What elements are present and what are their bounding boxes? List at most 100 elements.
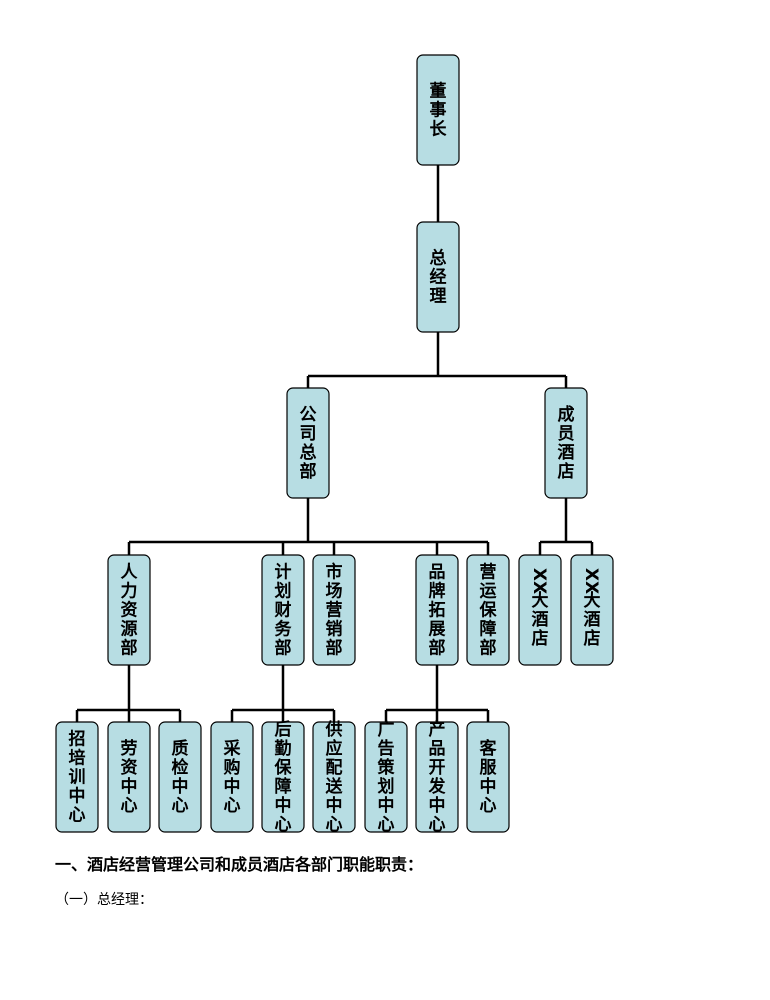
org-node-box xyxy=(364,721,408,833)
org-node-label-char: 保 xyxy=(274,757,293,778)
org-node-label-char: 市 xyxy=(326,562,343,583)
org-node-label-char: 部 xyxy=(326,638,343,659)
org-node-hq: 公司总部公司总部 xyxy=(286,387,330,499)
org-node-label-char: 经 xyxy=(430,267,447,288)
org-node-label-char: 劳 xyxy=(121,738,138,759)
org-node-label-char: 财 xyxy=(274,600,292,621)
section-subheading: （一）总经理： xyxy=(55,892,153,908)
org-node-label-char: 障 xyxy=(275,776,292,797)
org-node-label-char: 部 xyxy=(121,638,138,659)
org-node-finance: 计划财务部计划财务部 xyxy=(261,554,305,666)
org-node-supply: 供应配送中心供应配送中心 xyxy=(312,719,356,835)
org-node-box xyxy=(518,554,562,666)
org-node-payroll: 劳资中心劳资中心 xyxy=(107,721,151,833)
org-node-label-char: 大 xyxy=(584,590,601,611)
org-node-label-char: 广 xyxy=(378,719,395,740)
org-node-box xyxy=(286,387,330,499)
org-node-label-char: 中 xyxy=(121,776,138,797)
org-node-label-char: XX xyxy=(581,568,601,594)
org-node-label-char: 部 xyxy=(275,638,292,659)
org-node-label-char: 展 xyxy=(429,620,446,640)
org-node-label-char: 购 xyxy=(224,757,241,778)
org-node-label-char: 营 xyxy=(480,562,497,583)
org-node-label-char: 障 xyxy=(480,619,497,640)
org-node-label-char: 客 xyxy=(479,738,498,759)
org-node-label-char: 司 xyxy=(300,424,317,444)
org-node-label-char: 勤 xyxy=(275,739,292,759)
org-node-box xyxy=(312,721,356,833)
org-node-label-char: 产 xyxy=(429,719,446,740)
org-node-label-char: 酒 xyxy=(532,609,549,630)
org-node-label-char: 务 xyxy=(275,619,293,640)
org-node-label-char: 心 xyxy=(429,815,446,835)
org-node-box xyxy=(312,554,356,666)
org-node-chairman: 董事长董事长 xyxy=(416,54,460,166)
org-node-label-char: 店 xyxy=(532,628,549,649)
org-node-box xyxy=(158,721,202,833)
org-node-label-char: 应 xyxy=(326,738,343,759)
org-node-label-char: 心 xyxy=(69,806,86,826)
org-node-label-char: 部 xyxy=(480,638,497,659)
org-node-label-char: 培 xyxy=(69,748,86,769)
org-node-label-char: 牌 xyxy=(429,581,446,602)
org-node-box xyxy=(55,721,99,833)
org-node-box xyxy=(466,721,510,833)
org-node-label-char: 营 xyxy=(326,600,343,621)
org-node-label-char: 酒 xyxy=(584,609,601,630)
org-node-label-char: 心 xyxy=(275,815,292,835)
org-node-product: 产品开发中心产品开发中心 xyxy=(415,719,459,835)
org-node-label-char: 供 xyxy=(325,719,343,740)
org-node-label-char: 力 xyxy=(121,581,138,602)
org-node-label-char: 店 xyxy=(558,461,575,482)
org-node-label-char: 总 xyxy=(430,248,447,269)
org-node-box xyxy=(544,387,588,499)
org-node-box xyxy=(466,554,510,666)
org-node-label-char: 划 xyxy=(378,776,395,797)
org-node-ops: 营运保障部营运保障部 xyxy=(466,554,510,666)
connectors xyxy=(75,165,594,722)
org-node-box xyxy=(416,54,460,166)
org-node-label-char: 招 xyxy=(69,729,86,750)
org-node-box xyxy=(416,221,460,333)
org-node-label-char: 中 xyxy=(69,786,86,807)
org-node-label-char: 后 xyxy=(275,720,292,740)
org-node-label-char: 员 xyxy=(558,424,575,444)
org-node-label-char: 中 xyxy=(326,795,343,816)
section-heading: 一、酒店经营管理公司和成员酒店各部门职能职责： xyxy=(55,855,424,874)
org-node-label-char: 开 xyxy=(429,758,446,778)
org-node-label-char: 大 xyxy=(532,590,549,611)
org-node-box xyxy=(210,721,254,833)
org-node-label-char: 董 xyxy=(430,81,447,102)
org-node-label-char: 部 xyxy=(300,461,317,482)
org-node-label-char: 理 xyxy=(430,287,447,307)
org-node-marketing: 市场营销部市场营销部 xyxy=(312,554,356,666)
org-node-label-char: 中 xyxy=(275,795,292,816)
org-node-label-char: 源 xyxy=(121,619,138,640)
org-node-members: 成员酒店成员酒店 xyxy=(544,387,588,499)
org-node-label-char: 品 xyxy=(429,739,446,759)
org-node-label-char: 策 xyxy=(378,757,396,778)
org-node-label-char: 训 xyxy=(69,768,86,788)
org-node-label-char: 采 xyxy=(223,739,241,759)
org-node-gm: 总经理总经理 xyxy=(416,221,460,333)
org-node-box xyxy=(415,554,459,666)
org-node-label-char: 配 xyxy=(326,758,343,778)
org-node-box xyxy=(261,554,305,666)
org-node-label-char: 资 xyxy=(121,600,138,621)
org-node-logistics: 后勤保障中心后勤保障中心 xyxy=(261,720,305,835)
org-node-recruit: 招培训中心招培训中心 xyxy=(55,721,99,833)
org-node-label-char: 质 xyxy=(172,739,189,759)
org-node-label-char: 心 xyxy=(224,796,241,816)
org-node-box xyxy=(415,721,459,833)
org-node-label-char: 中 xyxy=(480,776,497,797)
org-node-label-char: 中 xyxy=(224,776,241,797)
org-node-label-char: 服 xyxy=(480,758,498,778)
org-node-label-char: 店 xyxy=(584,628,601,649)
org-node-hr: 人力资源部人力资源部 xyxy=(107,554,151,666)
org-node-label-char: 心 xyxy=(378,815,395,835)
org-node-label-char: 心 xyxy=(326,815,343,835)
org-node-label-char: 告 xyxy=(378,738,395,759)
org-node-label-char: 计 xyxy=(275,562,292,583)
org-node-qc: 质检中心质检中心 xyxy=(158,721,202,833)
